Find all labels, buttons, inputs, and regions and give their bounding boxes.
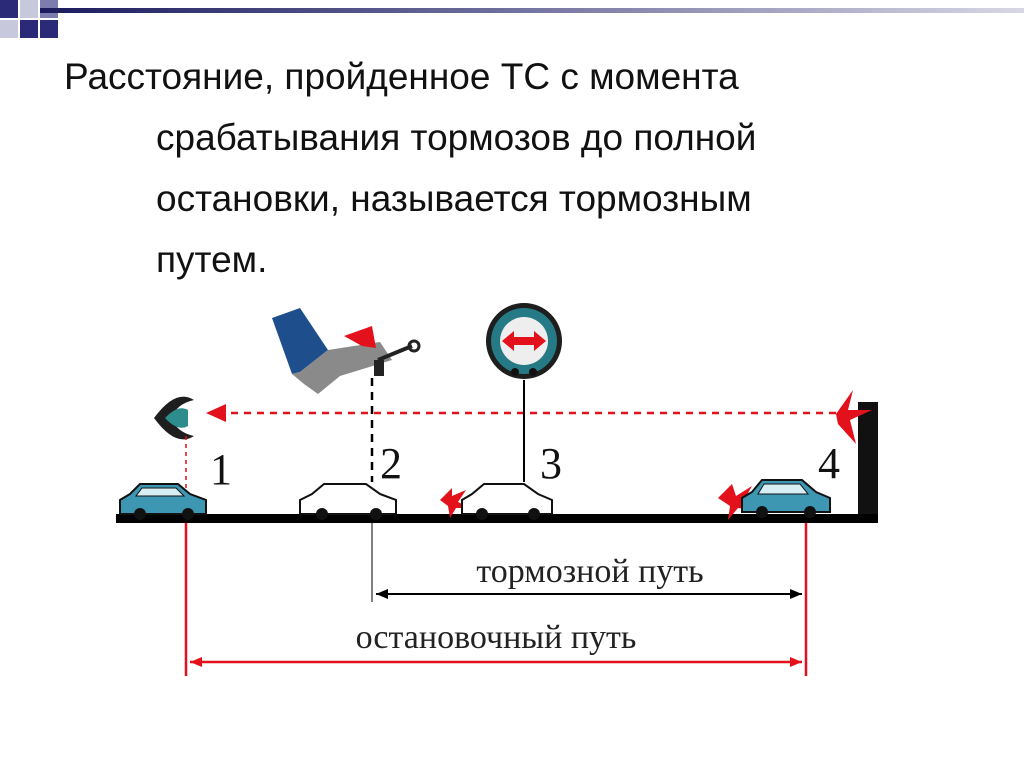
deco-square: [0, 20, 18, 38]
deco-square: [20, 0, 38, 18]
definition-line: Расстояние, пройденное ТС с момента: [64, 56, 739, 97]
deco-square: [0, 0, 18, 18]
definition-line: остановки, называется тормозным: [156, 178, 752, 219]
car-icon: [119, 483, 207, 520]
definition-text: Расстояние, пройденное ТС с момента сраб…: [64, 46, 964, 290]
braking-arrow-left: [376, 589, 388, 599]
brake-pedal-icon: [272, 308, 421, 394]
stopping-distance-label: остановочный путь: [356, 619, 637, 656]
car-icon: [741, 479, 831, 518]
definition-line: путем.: [156, 239, 268, 280]
brake-star-icon: [440, 488, 470, 518]
stop-star-icon: [718, 484, 756, 520]
stopping-arrow-left: [190, 657, 202, 667]
marker-1: 1: [210, 445, 232, 494]
deco-square: [20, 20, 38, 38]
car-icon: [461, 483, 553, 520]
brake-drum-icon: [486, 303, 562, 379]
title-rule: [40, 8, 1024, 13]
braking-distance-label: тормозной путь: [476, 553, 703, 590]
marker-4: 4: [818, 439, 840, 488]
braking-arrow-right: [790, 589, 802, 599]
reaction-arrowhead: [206, 404, 226, 422]
marker-2: 2: [380, 439, 402, 488]
marker-3: 3: [540, 439, 562, 488]
definition-line: срабатывания тормозов до полной: [156, 117, 757, 158]
stop-obstacle-icon: [836, 390, 878, 522]
stopping-arrow-right: [790, 657, 802, 667]
eye-icon: [154, 396, 194, 440]
slide-decoration: [0, 0, 1024, 38]
road: [116, 514, 878, 523]
car-icon: [299, 483, 397, 520]
deco-square: [40, 20, 58, 38]
